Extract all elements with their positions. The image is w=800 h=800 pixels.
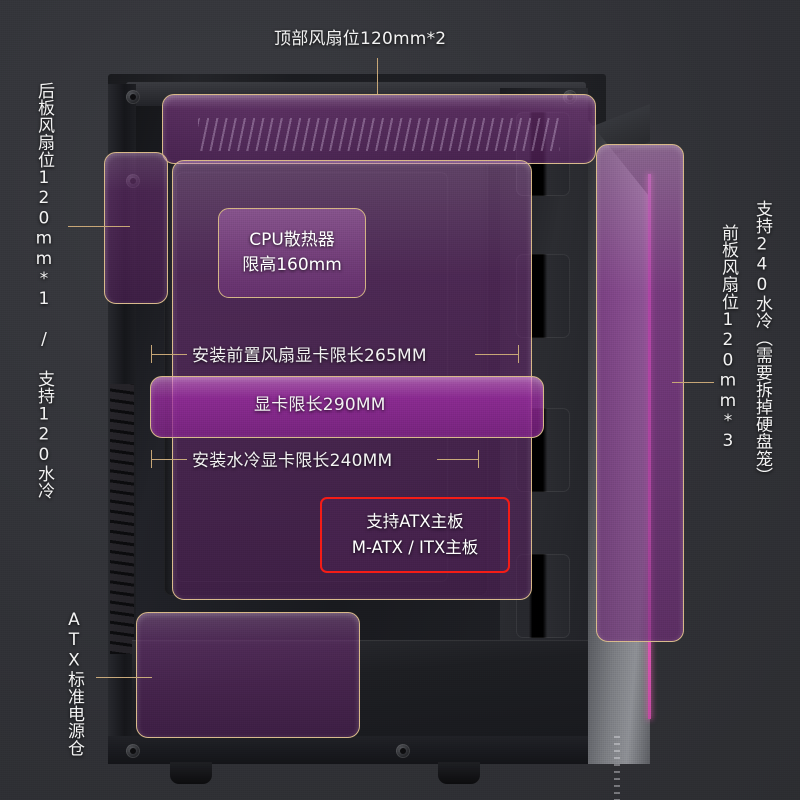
label-gpu-max-length: 显卡限长290MM [254,395,386,415]
cpu-cooler-callout-box: CPU散热器 限高160mm [218,208,366,298]
callout-top-fan: 顶部风扇位120mm*2 [274,29,447,49]
callout-psu: ATX标准电源仓 [63,610,84,757]
callout-front-radiator: 支持240水冷（需要拆掉硬盘笼） [751,200,772,485]
cpu-cooler-line1: CPU散热器 [249,229,335,250]
leader-line-rear-fan [68,226,130,228]
leader-line-gpu240-right [437,459,479,461]
leader-line-gpu265-right-tick [518,345,520,363]
label-gpu-length-with-aio: 安装水冷显卡限长240MM [192,451,393,471]
cpu-cooler-line2: 限高160mm [242,255,342,275]
leader-line-front-fan [672,382,714,384]
label-gpu-length-with-front-fan: 安装前置风扇显卡限长265MM [192,346,427,366]
rear-vent-grille [110,384,134,654]
brand-mark [614,736,620,800]
leader-line-top-fan [377,58,379,94]
highlight-front-fan-column [596,144,684,642]
leader-line-gpu240-right-tick [478,450,480,468]
leader-line-gpu265-right [475,354,519,356]
highlight-gpu-length-bar [150,376,544,438]
case-foot [170,762,212,784]
screw-icon [126,744,140,758]
screw-icon [126,90,140,104]
highlight-rear-fan-area [104,152,168,304]
callout-rear-fan: 后板风扇位120mm*1 / 支持120水冷 [33,82,54,500]
screw-icon [396,744,410,758]
motherboard-support-callout-box: 支持ATX主板 M-ATX / ITX主板 [320,497,510,573]
leader-line-gpu265-left [151,354,187,356]
motherboard-line1: 支持ATX主板 [366,512,464,532]
top-vent-slats [197,118,561,151]
callout-front-fan: 前板风扇位120mm*3 [717,224,738,452]
pc-case-illustration [104,74,684,800]
case-foot [438,762,480,784]
leader-line-psu [96,677,152,679]
leader-line-gpu240-left [151,459,187,461]
case-bottom-panel [108,736,606,764]
motherboard-line2: M-ATX / ITX主板 [351,538,479,557]
highlight-top-fan-area [162,94,596,164]
highlight-psu-compartment [136,612,360,738]
